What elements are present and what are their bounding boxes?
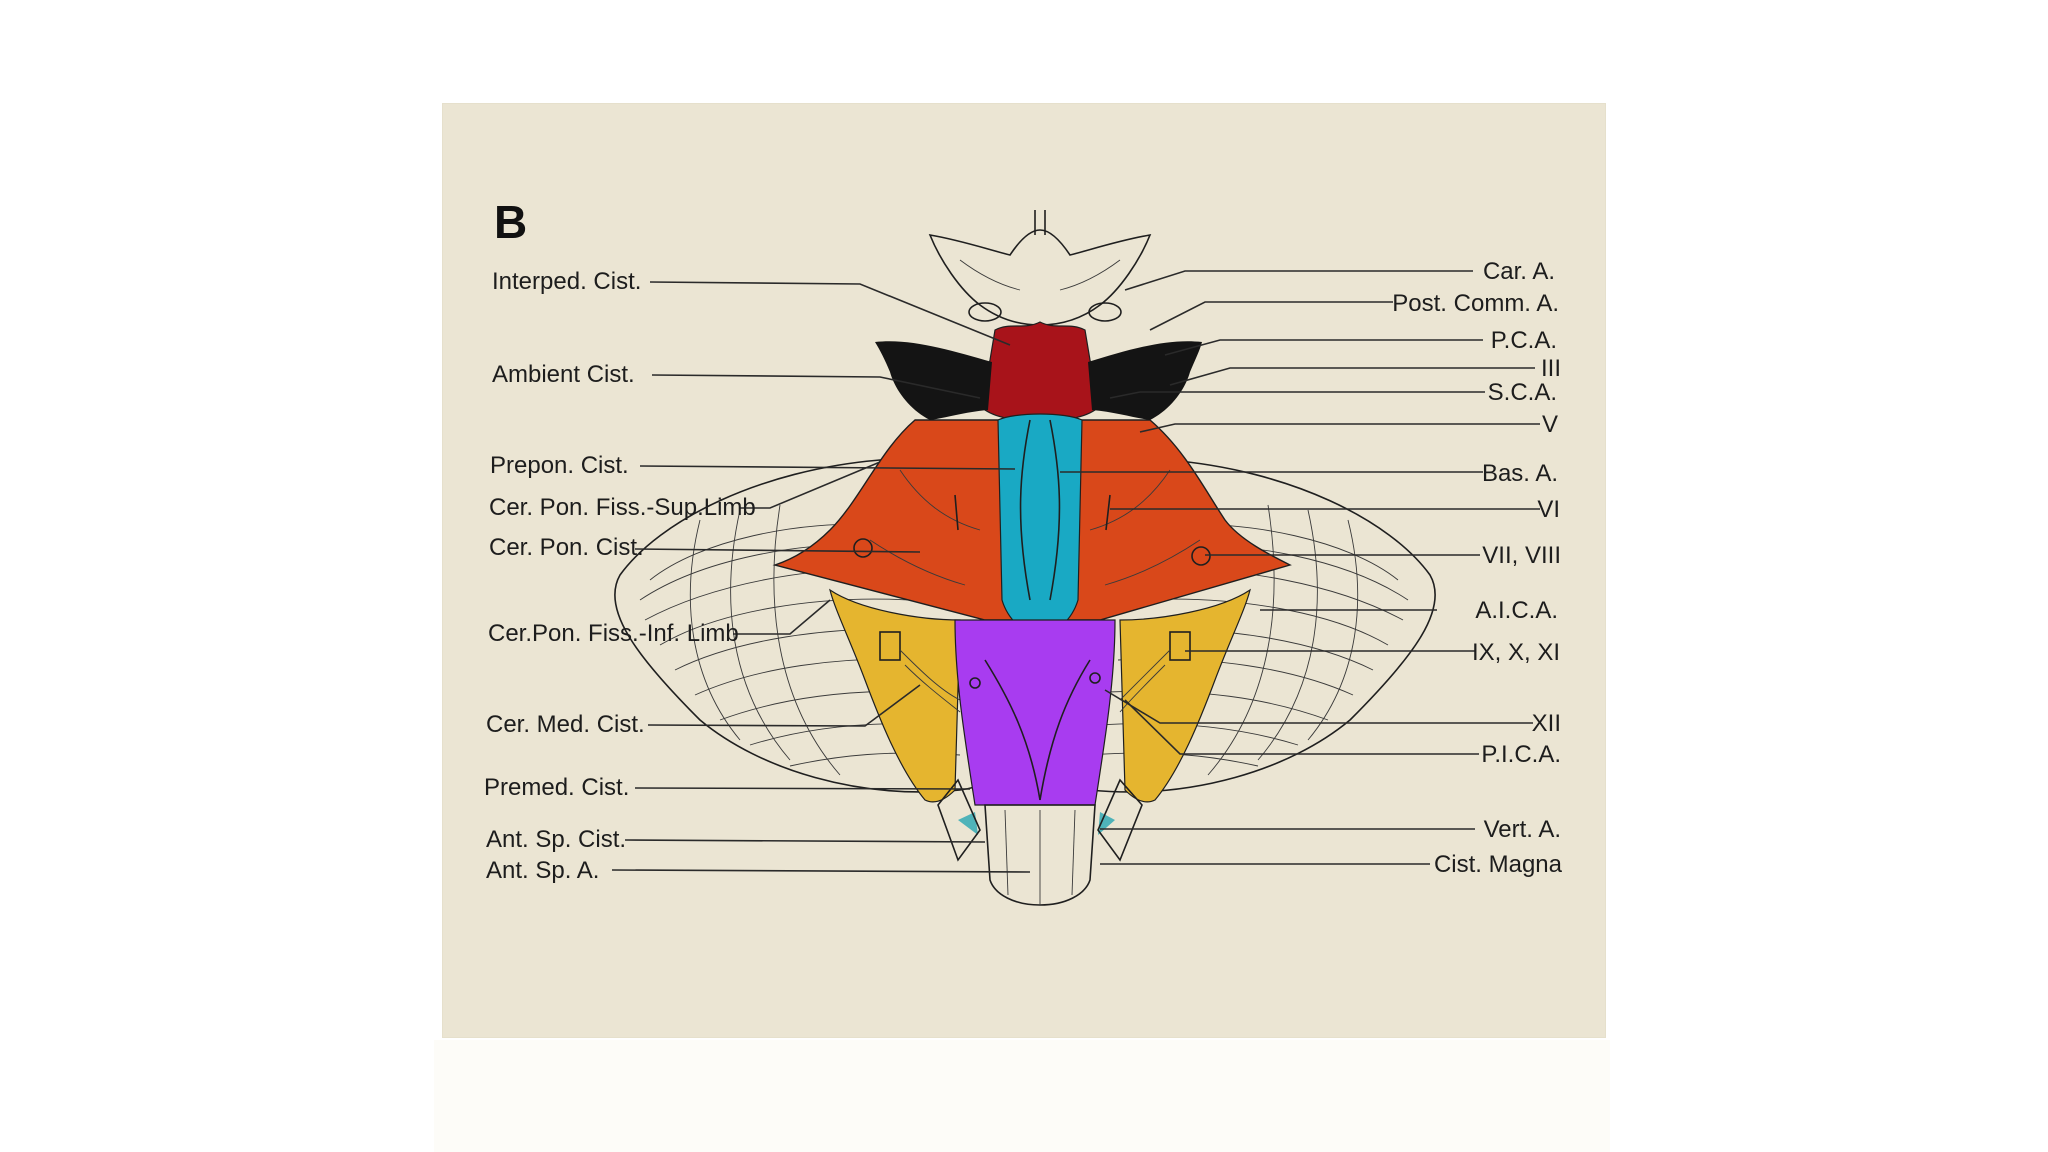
cerebellomedullary-cistern-right (1119, 588, 1251, 803)
label-cn-vi: VI (1537, 496, 1560, 523)
label-cist-magna: Cist. Magna (1434, 851, 1563, 878)
prepontine-cistern (997, 413, 1083, 636)
cerebellopontine-details (853, 469, 1211, 586)
label-premed-cist: Premed. Cist. (484, 774, 629, 801)
interpeduncular-cistern (982, 321, 1098, 421)
left-leaders (611, 281, 1031, 873)
basilar-artery-lines (1019, 419, 1031, 601)
label-cn-xii: XII (1532, 710, 1561, 737)
label-vert-a: Vert. A. (1484, 816, 1561, 843)
label-interped-cist: Interped. Cist. (492, 268, 641, 295)
label-cer-med-cist: Cer. Med. Cist. (486, 711, 645, 738)
label-cn-vii-viii: VII, VIII (1482, 542, 1561, 569)
label-cn-ix-x-xi: IX, X, XI (1472, 639, 1560, 666)
ambient-cistern-left (875, 341, 992, 420)
label-cer-pon-fiss-sup-limb: Cer. Pon. Fiss.-Sup.Limb (489, 494, 756, 521)
label-aica: A.I.C.A. (1475, 597, 1558, 624)
label-ant-sp-cist: Ant. Sp. Cist. (486, 826, 626, 853)
label-ant-sp-a: Ant. Sp. A. (486, 857, 599, 884)
label-ambient-cist: Ambient Cist. (492, 361, 635, 388)
label-bas-a: Bas. A. (1482, 460, 1558, 487)
label-pica: P.I.C.A. (1481, 741, 1561, 768)
label-cer-pon-cist: Cer. Pon. Cist. (489, 534, 644, 561)
label-cn-iii: III (1541, 355, 1561, 382)
ambient-cistern-right (1088, 341, 1202, 420)
cranial-nerve-rootlets (879, 631, 1191, 713)
lower-margin (434, 1040, 1610, 1152)
spinal-cistern (958, 812, 978, 835)
label-pca: P.C.A. (1491, 327, 1557, 354)
label-car-a: Car. A. (1483, 258, 1555, 285)
right-labels: Car. A. Post. Comm. A. P.C.A. III S.C.A.… (1392, 258, 1562, 878)
label-sca: S.C.A. (1488, 379, 1557, 406)
label-cer-pon-fiss-inf-limb: Cer.Pon. Fiss.-Inf. Limb (488, 620, 739, 647)
label-prepon-cist: Prepon. Cist. (490, 452, 629, 479)
label-post-comm-a: Post. Comm. A. (1392, 290, 1559, 317)
vertebral-arteries (969, 659, 1101, 801)
cerebellomedullary-cistern-left (829, 588, 961, 803)
panel-letter: B (494, 196, 527, 248)
right-leaders (1060, 270, 1540, 865)
label-cn-v: V (1542, 411, 1558, 438)
optic-chiasm-outline (928, 210, 1152, 326)
left-labels: Interped. Cist. Ambient Cist. Prepon. Ci… (484, 268, 756, 884)
